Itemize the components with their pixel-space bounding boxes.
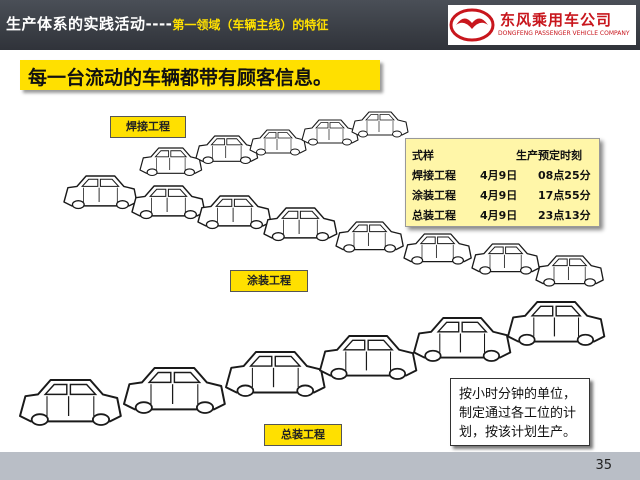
page-title: 生产体系的实践活动----第一领域（车辆主线）的特征 [6,13,328,34]
schedule-date: 4月9日 [480,169,518,182]
logo-chinese-name: 东风乘用车公司 [500,11,613,29]
schedule-process: 焊接工程 [412,169,456,182]
car-welding-4 [301,119,359,146]
schedule-table: 式样 生产预定时刻 焊接工程 4月9日 08点25分 涂装工程 4月9日 17点… [405,138,600,227]
schedule-process: 总装工程 [412,209,456,222]
company-logo: 东风乘用车公司 DONGFENG PASSENGER VEHICLE COMPA… [448,5,636,45]
schedule-process: 涂装工程 [412,189,456,202]
note-text: 按小时分钟的单位，制定通过各工位的计划，按该计划生产。 [459,387,577,440]
car-welding-1 [139,147,203,177]
car-painting-8 [535,255,604,287]
car-welding-5 [351,111,409,138]
note-box: 按小时分钟的单位，制定通过各工位的计划，按该计划生产。 [450,378,590,446]
page-title-main: 生产体系的实践活动---- [6,15,173,33]
car-welding-3 [249,129,307,156]
car-painting-7 [471,243,540,275]
schedule-time: 08点25分 [538,169,591,182]
logo-english-name: DONGFENG PASSENGER VEHICLE COMPANY [498,30,630,37]
label-welding: 焊接工程 [110,116,186,138]
car-painting-3 [197,195,272,230]
dongfeng-logo-icon [449,8,495,42]
car-assembly-6 [507,301,606,346]
car-assembly-4 [319,335,418,380]
key-statement: 每一台流动的车辆都带有顾客信息。 [28,67,333,89]
car-painting-5 [335,221,404,253]
car-assembly-2 [123,367,226,414]
car-painting-6 [403,233,472,265]
car-painting-2 [131,185,206,220]
page-number: 35 [595,458,612,473]
schedule-time: 17点55分 [538,189,591,202]
schedule-time: 23点13分 [538,209,591,222]
schedule-header-time: 生产预定时刻 [516,149,582,162]
schedule-date: 4月9日 [480,209,518,222]
footer-bar: 35 [0,452,640,480]
page-subtitle: 第一领域（车辆主线）的特征 [172,18,329,32]
car-assembly-3 [225,351,326,397]
car-welding-2 [195,135,259,165]
car-painting-4 [263,207,338,242]
schedule-date: 4月9日 [480,189,518,202]
car-assembly-5 [413,317,512,362]
header-bar: 生产体系的实践活动----第一领域（车辆主线）的特征 东风乘用车公司 DONGF… [0,0,640,50]
schedule-header-style: 式样 [412,149,434,162]
label-assembly: 总装工程 [264,424,342,446]
car-assembly-1 [19,379,122,426]
key-statement-box: 每一台流动的车辆都带有顾客信息。 [20,60,380,90]
car-painting-1 [63,175,138,210]
label-painting: 涂装工程 [230,270,308,292]
